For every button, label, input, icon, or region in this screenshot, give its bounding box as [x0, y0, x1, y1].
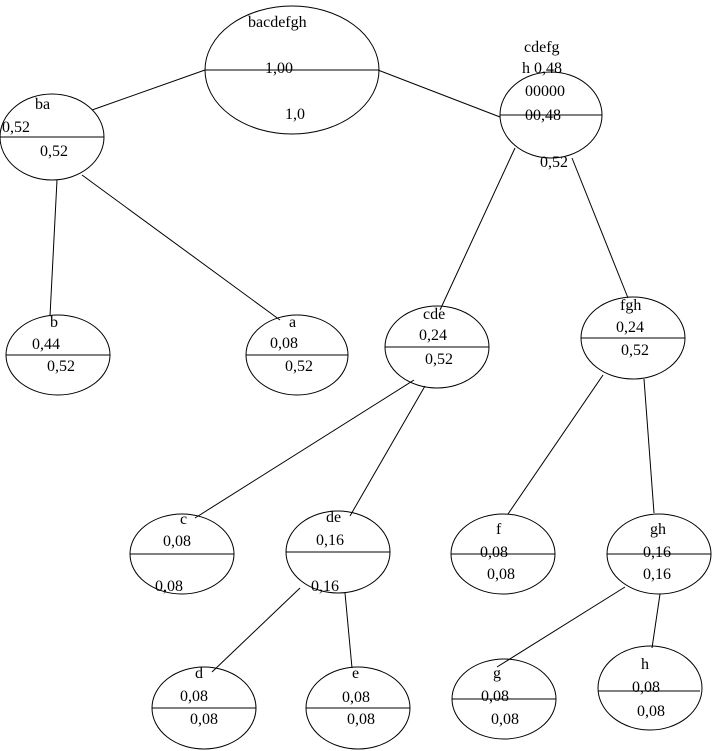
- node-cdefgh-name-line1: cdefg: [524, 39, 560, 56]
- node-h-name: h: [641, 656, 649, 673]
- edge-ba-b: [49, 179, 58, 317]
- node-h-top-value: 0,08: [632, 679, 660, 696]
- edge-cdefgh-cde: [439, 147, 516, 311]
- node-cdefgh-mid-line2: 00,48: [525, 107, 561, 124]
- edge-root-cdefgh: [377, 69, 501, 118]
- node-a-bottom-value: 0,52: [285, 358, 313, 375]
- node-c-name: c: [180, 511, 188, 528]
- node-gh-top-value: 0,16: [643, 544, 671, 561]
- node-ba-name: ba: [35, 96, 51, 113]
- node-fgh: [580, 296, 686, 380]
- node-h: [597, 645, 703, 731]
- node-de-name: de: [326, 509, 342, 526]
- node-ba: [0, 93, 105, 181]
- node-fgh-name: fgh: [620, 297, 642, 314]
- node-b-bottom-value: 0,52: [47, 358, 75, 375]
- edge-ba-a: [81, 174, 281, 321]
- node-root: [204, 5, 380, 135]
- node-f-top-value: 0,08: [480, 544, 508, 561]
- node-gh-bottom-value: 0,16: [643, 566, 671, 583]
- edge-cde-de: [349, 385, 426, 517]
- node-de-top-value: 0,16: [316, 532, 344, 549]
- node-d: [151, 666, 257, 750]
- node-d-name: d: [195, 665, 203, 682]
- node-g: [451, 658, 557, 740]
- node-cdefgh-mid-line1: 00000: [525, 83, 565, 100]
- node-a: [245, 314, 349, 396]
- node-h-bottom-value: 0,08: [637, 703, 665, 720]
- node-ba-bottom-value: 0,52: [40, 143, 68, 160]
- node-b-top-value: 0,44: [32, 336, 60, 353]
- node-f-bottom-value: 0,08: [487, 566, 515, 583]
- node-root-bottom-value: 1,0: [285, 106, 305, 123]
- node-f-name: f: [496, 521, 502, 538]
- node-fgh-top-value: 0,24: [616, 319, 644, 336]
- edge-cdefgh-fgh: [571, 157, 629, 299]
- node-de: [285, 510, 391, 594]
- node-g-top-value: 0,08: [481, 688, 509, 705]
- node-cde-bottom-value: 0,52: [425, 351, 453, 368]
- node-d-top-value: 0,08: [180, 688, 208, 705]
- node-e-name: e: [352, 665, 360, 682]
- node-f: [450, 513, 556, 595]
- node-cdefgh-bottom-value: 0,52: [540, 154, 568, 171]
- node-cde-name: cde: [423, 306, 446, 323]
- node-e: [305, 666, 411, 750]
- node-c: [129, 513, 235, 595]
- node-b: [5, 314, 111, 396]
- node-ba-top-value: 0,52: [2, 119, 30, 136]
- edge-gh-h: [651, 593, 661, 649]
- edge-fgh-gh: [643, 378, 655, 514]
- edge-cde-c: [194, 379, 415, 519]
- node-c-bottom-value: 0,08: [155, 578, 183, 595]
- node-a-top-value: 0,08: [270, 335, 298, 352]
- node-g-name: g: [493, 665, 501, 682]
- edge-fgh-f: [507, 374, 604, 515]
- node-cdefgh-name-line2: h 0,48: [522, 60, 562, 77]
- node-gh-name: gh: [650, 521, 666, 538]
- node-b-name: b: [50, 314, 58, 331]
- edge-de-e: [344, 592, 353, 669]
- node-cde: [384, 305, 490, 389]
- edge-gh-g: [496, 586, 626, 668]
- node-fgh-bottom-value: 0,52: [621, 342, 649, 359]
- node-de-bottom-value: 0,16: [311, 578, 339, 595]
- edge-root-ba: [91, 69, 206, 111]
- node-gh: [606, 513, 712, 595]
- node-a-name: a: [289, 314, 297, 331]
- node-root-top-value: 1,00: [265, 60, 293, 77]
- node-root-name: bacdefgh: [248, 14, 307, 31]
- node-e-top-value: 0,08: [342, 689, 370, 706]
- node-c-top-value: 0,08: [163, 533, 191, 550]
- node-g-bottom-value: 0,08: [491, 711, 519, 728]
- edge-de-d: [211, 587, 301, 673]
- node-d-bottom-value: 0,08: [190, 711, 218, 728]
- node-cde-top-value: 0,24: [419, 327, 447, 344]
- node-cdefgh: [499, 71, 603, 159]
- node-e-bottom-value: 0,08: [347, 711, 375, 728]
